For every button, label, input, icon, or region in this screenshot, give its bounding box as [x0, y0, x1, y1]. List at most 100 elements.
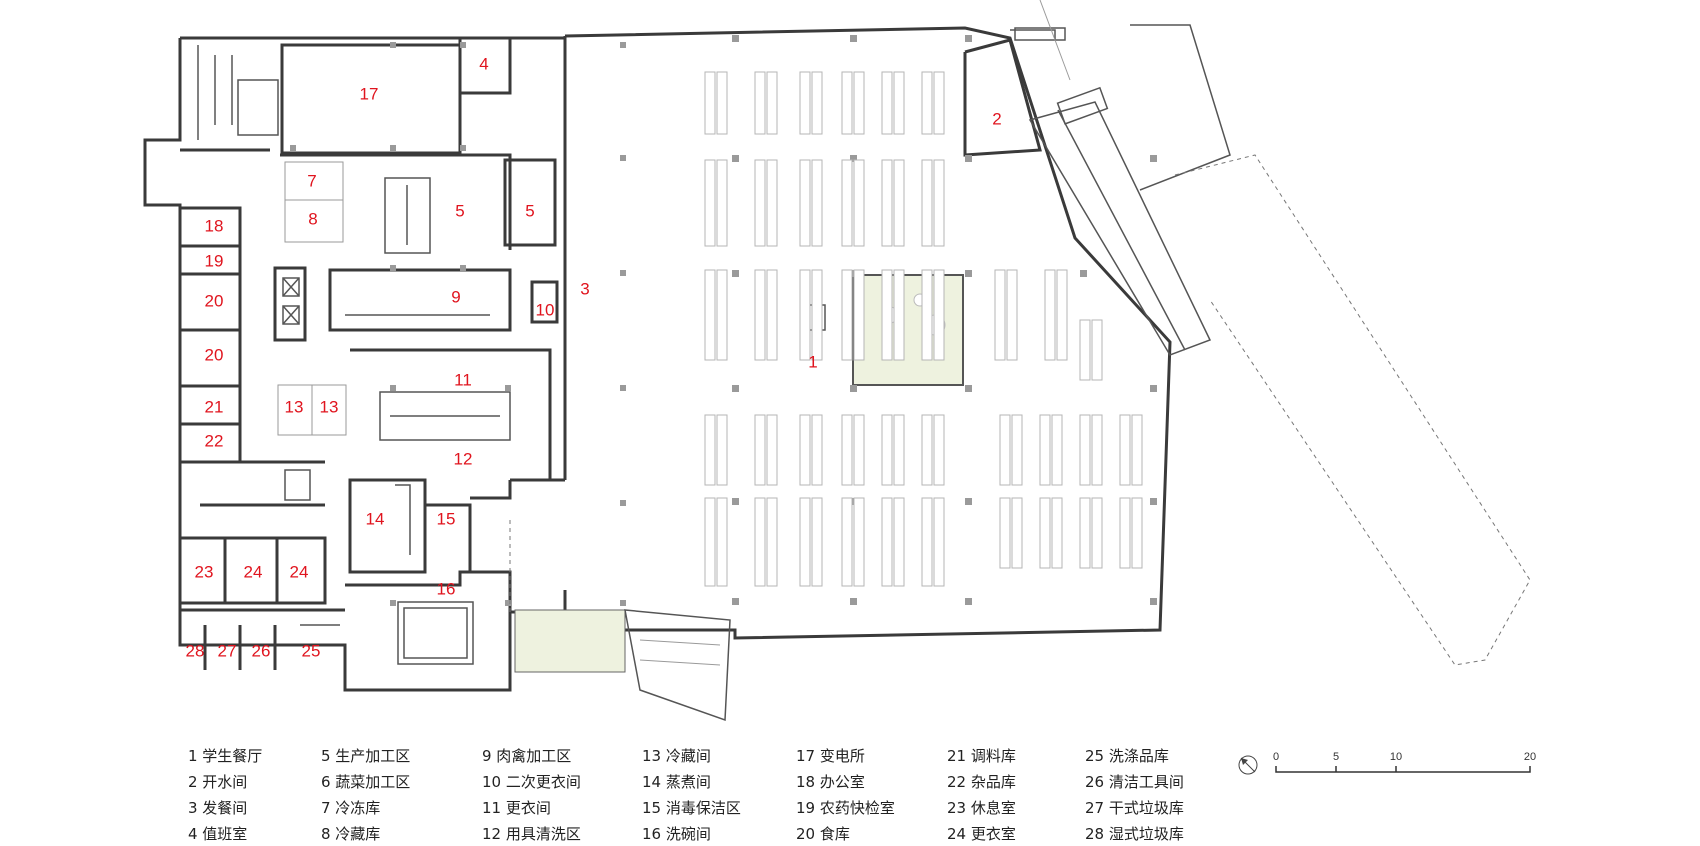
- legend-item: 1 学生餐厅: [188, 747, 262, 765]
- dining-table: [766, 71, 778, 135]
- room-number-16: 16: [437, 579, 456, 598]
- dining-table: [841, 71, 853, 135]
- dining-table: [1044, 269, 1056, 361]
- dining-table: [754, 159, 766, 247]
- dining-table: [1006, 269, 1018, 361]
- dining-table: [893, 71, 905, 135]
- legend-item: 19 农药快检室: [796, 799, 895, 817]
- dining-table: [933, 414, 945, 486]
- dining-table: [1079, 319, 1091, 381]
- dining-table: [799, 159, 811, 247]
- room-number-27: 27: [218, 641, 237, 660]
- legend-item: 20 食库: [796, 825, 850, 843]
- dining-table: [716, 414, 728, 486]
- legend-item: 26 清洁工具间: [1085, 773, 1184, 791]
- dining-table: [1091, 414, 1103, 486]
- room-number-5-right: 5: [525, 201, 534, 220]
- dining-table: [766, 497, 778, 587]
- kitchen-columns: [290, 42, 626, 606]
- room-number-22: 22: [205, 431, 224, 450]
- legend-item: 2 开水间: [188, 773, 247, 791]
- legend-item: 14 蒸煮间: [642, 773, 711, 791]
- dining-table: [766, 269, 778, 361]
- dining-table: [1091, 497, 1103, 569]
- legend-item: 5 生产加工区: [321, 747, 410, 765]
- dining-table: [841, 497, 853, 587]
- dining-table: [1091, 319, 1103, 381]
- room-number-1: 1: [808, 352, 817, 371]
- dining-table: [704, 159, 716, 247]
- dining-table: [811, 497, 823, 587]
- legend-item: 17 变电所: [796, 747, 865, 765]
- room-number-24-right: 24: [290, 562, 309, 581]
- legend-item: 3 发餐间: [188, 799, 247, 817]
- dining-table: [921, 269, 933, 361]
- dining-table: [999, 497, 1011, 569]
- room-number-9: 9: [451, 287, 460, 306]
- dining-table: [811, 269, 823, 361]
- dining-table: [704, 497, 716, 587]
- dining-table: [754, 497, 766, 587]
- dining-table: [811, 71, 823, 135]
- dining-table: [1131, 414, 1143, 486]
- room-number-18: 18: [205, 216, 224, 235]
- dining-table: [921, 497, 933, 587]
- dining-table: [841, 269, 853, 361]
- dining-table: [799, 269, 811, 361]
- legend-item: 7 冷冻库: [321, 799, 380, 817]
- dining-table: [716, 159, 728, 247]
- scale-tick-5: 5: [1333, 751, 1339, 763]
- dining-table: [999, 414, 1011, 486]
- dining-table: [1079, 414, 1091, 486]
- dining-table: [921, 71, 933, 135]
- dining-table: [893, 497, 905, 587]
- dining-table: [811, 414, 823, 486]
- dining-table: [799, 497, 811, 587]
- legend-item: 10 二次更衣间: [482, 773, 581, 791]
- dining-table: [704, 269, 716, 361]
- legend-item: 21 调料库: [947, 747, 1016, 765]
- room-number-26: 26: [252, 641, 271, 660]
- scale-bar: 0 5 10 20: [1273, 751, 1536, 773]
- dining-table: [881, 414, 893, 486]
- dining-table: [921, 414, 933, 486]
- dining-table: [1039, 497, 1051, 569]
- legend-item: 24 更衣室: [947, 825, 1016, 843]
- dining-table: [716, 497, 728, 587]
- kitchen-walls: [143, 36, 567, 692]
- room-number-10: 10: [536, 300, 555, 319]
- room-number-17: 17: [360, 84, 379, 103]
- room-number-12: 12: [454, 449, 473, 468]
- legend-item: 13 冷藏间: [642, 747, 711, 765]
- room-numbers: 1 2 3 4 5 5 7 8 9 10 11 12 13 13 14 15 1…: [186, 54, 1002, 660]
- legend-item: 28 湿式垃圾库: [1085, 825, 1184, 843]
- dining-table: [799, 414, 811, 486]
- room-number-13-right: 13: [320, 397, 339, 416]
- legend-item: 23 休息室: [947, 799, 1016, 817]
- dining-table: [853, 497, 865, 587]
- dining-table: [1039, 414, 1051, 486]
- legend-item: 11 更衣间: [482, 799, 551, 817]
- dining-table: [881, 497, 893, 587]
- dining-table: [881, 269, 893, 361]
- room-number-21: 21: [205, 397, 224, 416]
- dining-table: [841, 414, 853, 486]
- dining-table: [853, 269, 865, 361]
- room-number-19: 19: [205, 251, 224, 270]
- dining-table: [704, 414, 716, 486]
- dining-table: [933, 269, 945, 361]
- dining-table: [933, 71, 945, 135]
- dining-table: [811, 159, 823, 247]
- dining-table: [1079, 497, 1091, 569]
- room-number-20-lower: 20: [205, 345, 224, 364]
- legend-item: 25 洗涤品库: [1085, 747, 1169, 765]
- legend-item: 4 值班室: [188, 825, 247, 843]
- room-number-8: 8: [308, 209, 317, 228]
- room-number-24: 24: [244, 562, 263, 581]
- dining-table: [754, 269, 766, 361]
- dining-table: [799, 71, 811, 135]
- dining-table: [1051, 497, 1063, 569]
- room-number-20: 20: [205, 291, 224, 310]
